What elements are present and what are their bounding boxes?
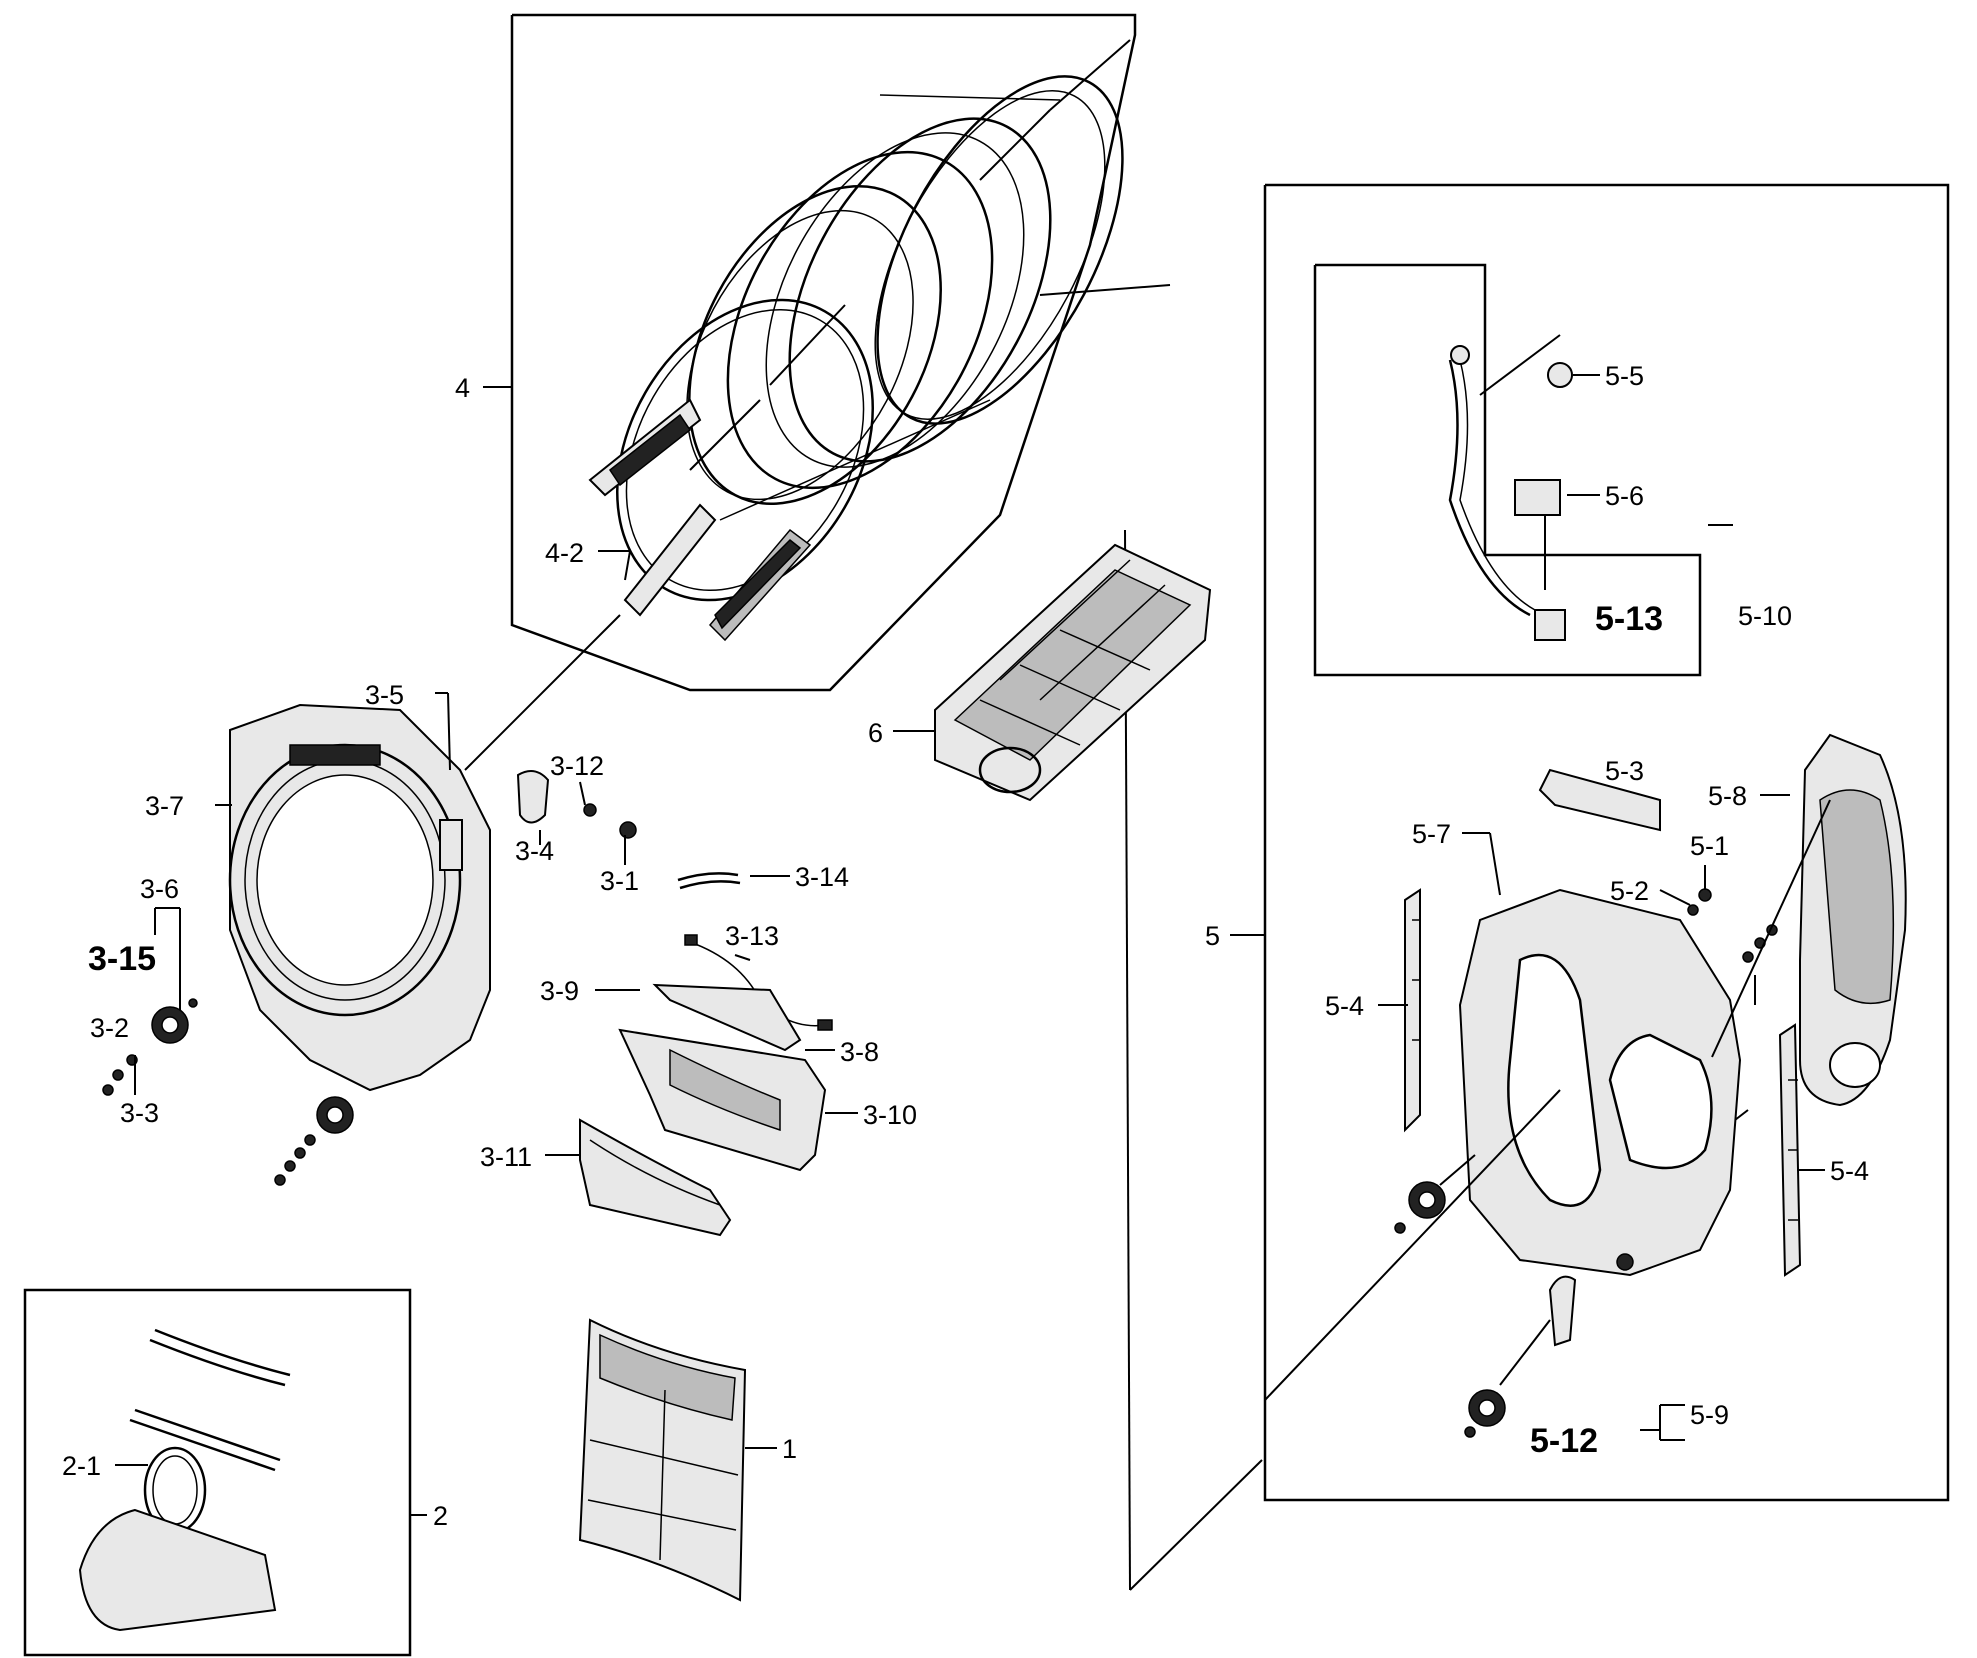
heater-sub-assembly-frame: [1313, 263, 1702, 677]
label-5-12: 5-12: [1530, 1422, 1598, 1460]
label-5-5: 5-5: [1605, 361, 1644, 391]
label-1: 1: [782, 1434, 797, 1464]
label-2: 2: [433, 1501, 448, 1531]
door-switch-part: [516, 770, 637, 839]
exhaust-duct-part: [1799, 733, 1907, 1107]
label-2-1: 2-1: [62, 1451, 101, 1481]
label-3-5: 3-5: [365, 680, 404, 710]
rear-panel-part: [1458, 888, 1742, 1347]
label-3-14: 3-14: [795, 862, 849, 892]
label-3-11: 3-11: [480, 1142, 532, 1172]
label-5-13: 5-13: [1595, 600, 1663, 638]
label-5-6: 5-6: [1605, 481, 1644, 511]
rear-bracket-part: [1538, 768, 1661, 832]
label-5-8: 5-8: [1708, 781, 1747, 811]
label-3-10: 3-10: [863, 1100, 917, 1130]
duct-parts: [78, 1328, 291, 1632]
lint-guide-parts: [579, 983, 827, 1237]
heater-thermostat-parts: [1448, 334, 1573, 641]
duct-assembly-frame: [23, 1288, 412, 1657]
callout-labels: 4 4-2 6 3-5 3-7 3-12 3-4 3-1 3-14 3-13 3…: [62, 361, 1869, 1531]
drum-leaders: [464, 39, 1171, 771]
label-4-2: 4-2: [545, 538, 584, 568]
label-5-4-right: 5-4: [1830, 1156, 1869, 1186]
label-5: 5: [1205, 921, 1220, 951]
label-5-4-left: 5-4: [1325, 991, 1364, 1021]
label-3-1: 3-1: [600, 866, 639, 896]
filter-housing-part: [934, 543, 1212, 802]
label-3-9: 3-9: [540, 976, 579, 1006]
hinge-hardware: [102, 998, 354, 1186]
label-4: 4: [455, 373, 470, 403]
label-5-7: 5-7: [1412, 819, 1451, 849]
label-6: 6: [868, 718, 883, 748]
label-3-15: 3-15: [88, 940, 156, 978]
rear-hardware: [1394, 888, 1778, 1438]
front-frame-part: [228, 703, 491, 1092]
callout-leaders: [115, 374, 1825, 1516]
label-3-2: 3-2: [90, 1013, 129, 1043]
label-5-10: 5-10: [1738, 601, 1792, 631]
label-5-1: 5-1: [1690, 831, 1729, 861]
rear-leaders: [1264, 799, 1831, 1401]
label-5-2: 5-2: [1610, 876, 1649, 906]
lint-filter-part: [578, 1318, 747, 1602]
label-3-4: 3-4: [515, 836, 554, 866]
label-3-6: 3-6: [140, 874, 179, 904]
drum-baffle-parts: [588, 398, 812, 642]
label-5-3: 5-3: [1605, 756, 1644, 786]
drum-part: [686, 75, 1124, 521]
rear-panel-assembly-frame: [1263, 183, 1950, 1502]
label-5-9: 5-9: [1690, 1400, 1729, 1430]
label-3-12: 3-12: [550, 751, 604, 781]
label-3-8: 3-8: [840, 1037, 879, 1067]
label-3-13: 3-13: [725, 921, 779, 951]
drum-front-ring: [616, 298, 874, 602]
drum-assembly-frame: [510, 13, 1137, 692]
label-3-3: 3-3: [120, 1098, 159, 1128]
label-3-7: 3-7: [145, 791, 184, 821]
rear-rail-parts: [1404, 888, 1802, 1277]
